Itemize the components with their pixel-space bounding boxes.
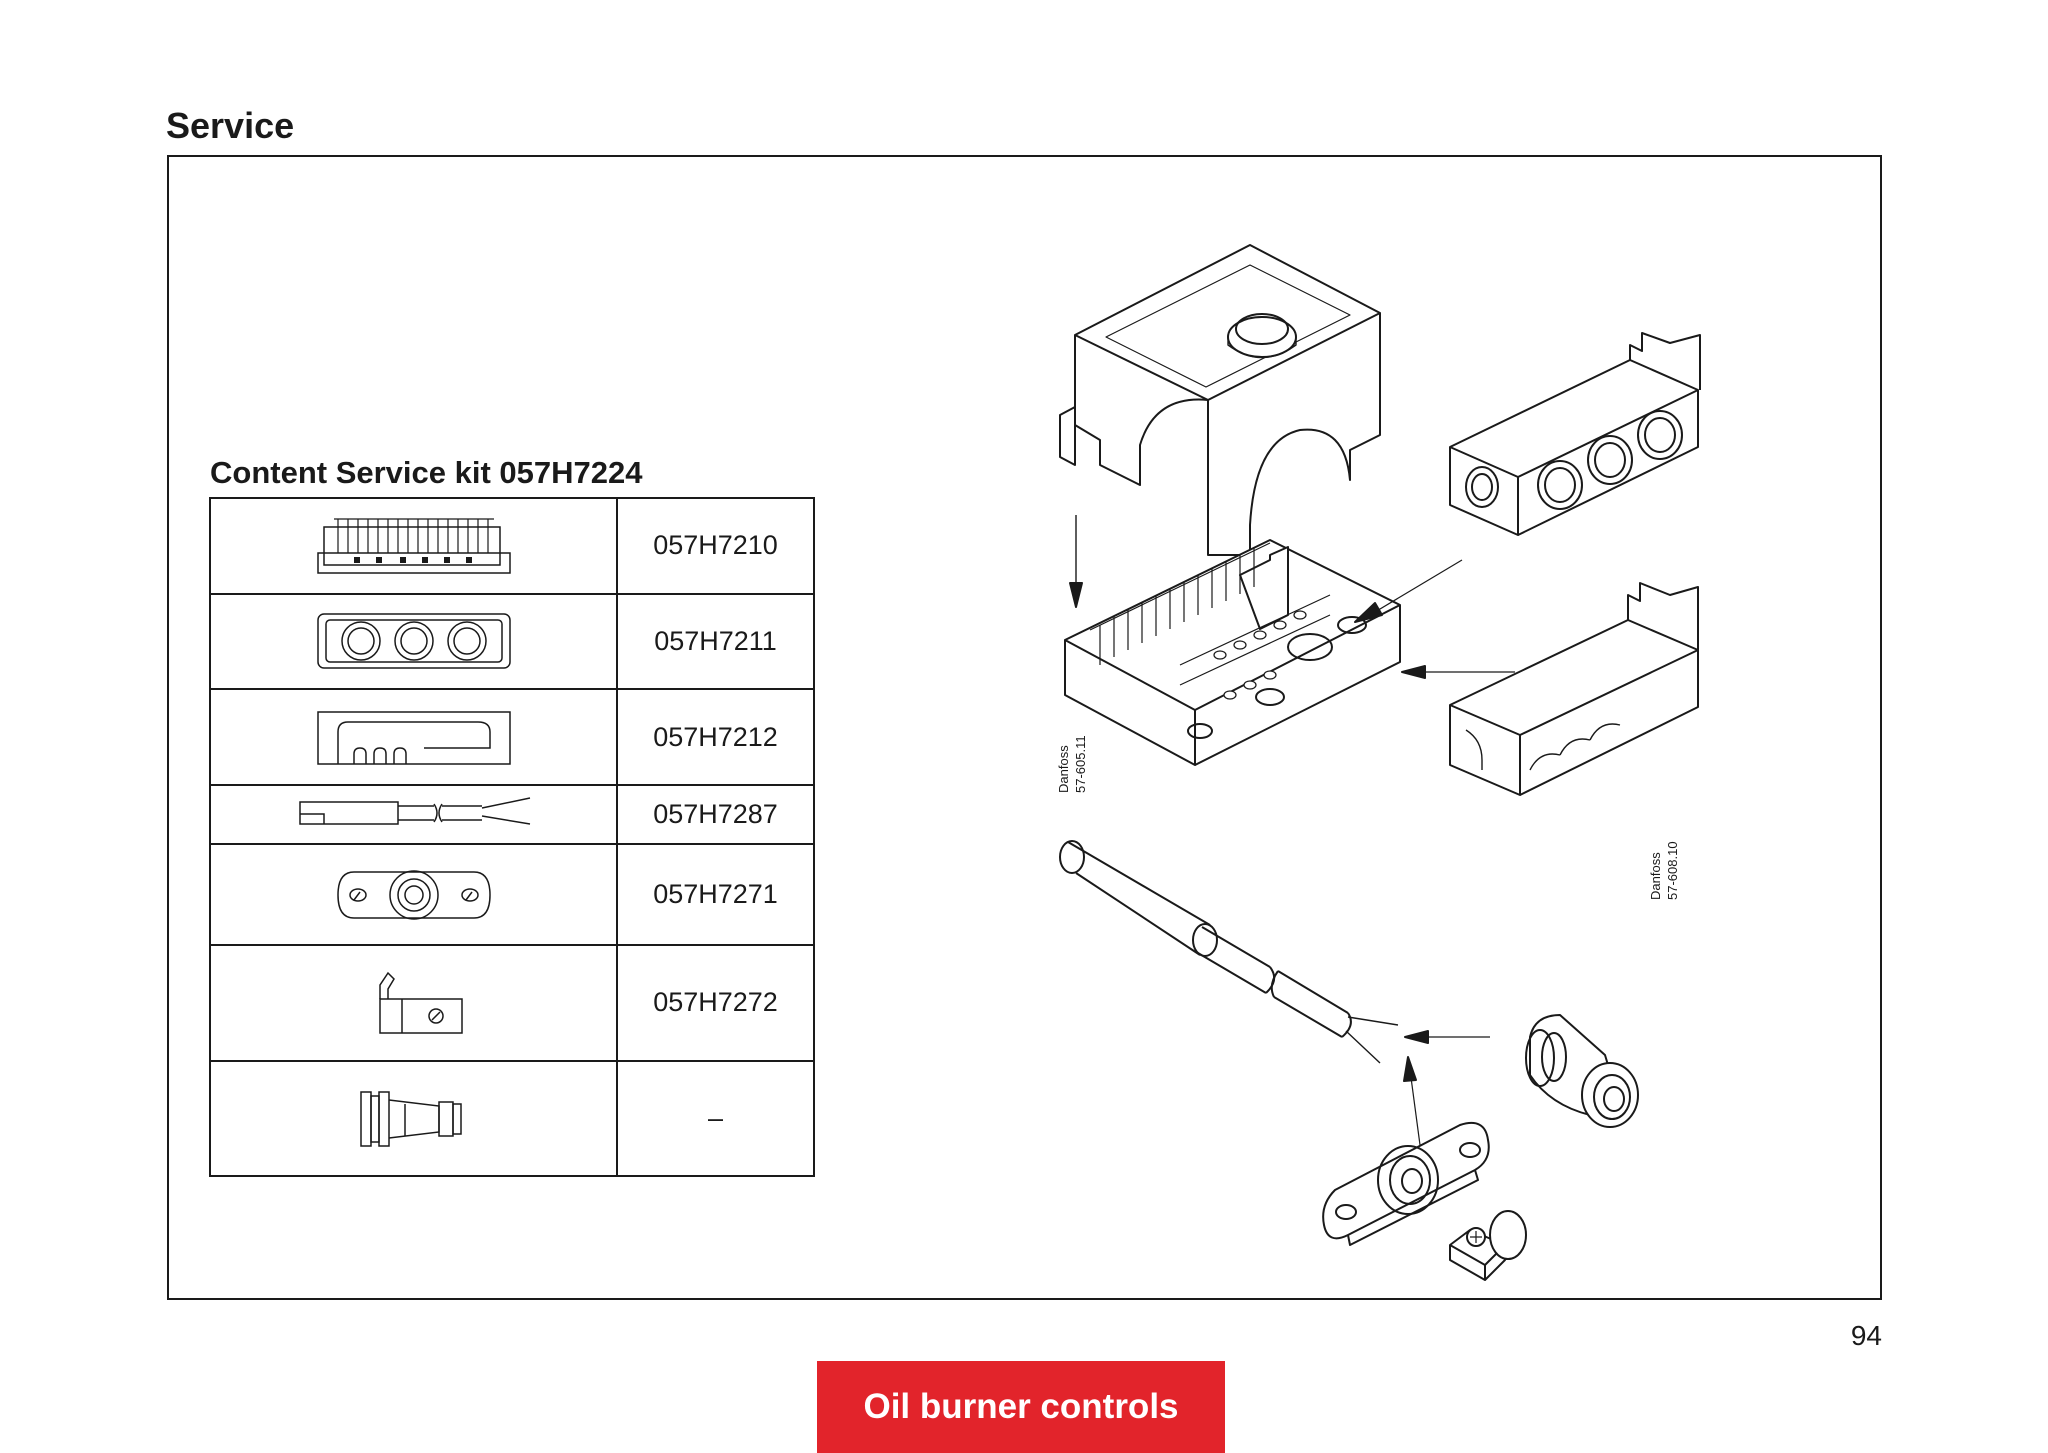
grommet-icon [359, 1091, 462, 1148]
table-row: 057H7271 [209, 842, 815, 947]
cable-entry-plate-lower [1449, 582, 1699, 796]
cable-entry-plate-three-holes-icon [316, 613, 511, 670]
photocell-sensor-part [1059, 840, 1399, 1064]
part-code: 057H7271 [616, 842, 815, 947]
ref-label-right-line2: 57-608.10 [1665, 841, 1680, 900]
service-frame [167, 155, 1882, 1300]
cable-clamp-part [1449, 1210, 1527, 1281]
flange-icon [336, 869, 491, 920]
page-heading: Service [166, 105, 295, 146]
ref-label-right-line1: Danfoss [1648, 852, 1663, 900]
table-row: 057H7272 [209, 944, 815, 1062]
photocell-sensor-icon [298, 797, 530, 826]
exploded-view-illustration: Danfoss 57-605.11 Danfoss 57-6 [1056, 244, 1701, 1281]
table-row: – [209, 1059, 815, 1178]
service-kit-table: 057H7210 057H7211 [209, 497, 815, 1178]
table-row: 057H7210 [209, 497, 815, 595]
ref-label-top-line2: 57-605.11 [1073, 735, 1088, 793]
cover-part [1059, 244, 1381, 556]
terminal-strip-icon [316, 518, 511, 574]
ref-label-top-line1: Danfoss [1056, 745, 1071, 793]
table-row: 057H7287 [209, 783, 815, 846]
page-number: 94 [1850, 1320, 1882, 1351]
grommet-part [1525, 1014, 1639, 1128]
service-kit-title: Content Service kit 057H7224 [210, 455, 643, 490]
part-code: 057H7212 [616, 688, 815, 786]
table-row: 057H7212 [209, 688, 815, 786]
footer-tab[interactable]: Oil burner controls [817, 1361, 1225, 1453]
flange-part [1322, 1121, 1490, 1246]
part-code: 057H7211 [616, 592, 815, 691]
cable-clamp-icon [378, 971, 463, 1034]
cable-entry-plate-open-icon [316, 711, 511, 765]
part-code: 057H7287 [616, 783, 815, 846]
cable-entry-plate-upper [1449, 332, 1701, 536]
part-code: – [616, 1059, 815, 1178]
base-part [1064, 539, 1401, 766]
table-row: 057H7211 [209, 592, 815, 691]
part-code: 057H7272 [616, 944, 815, 1062]
part-code: 057H7210 [616, 497, 815, 595]
